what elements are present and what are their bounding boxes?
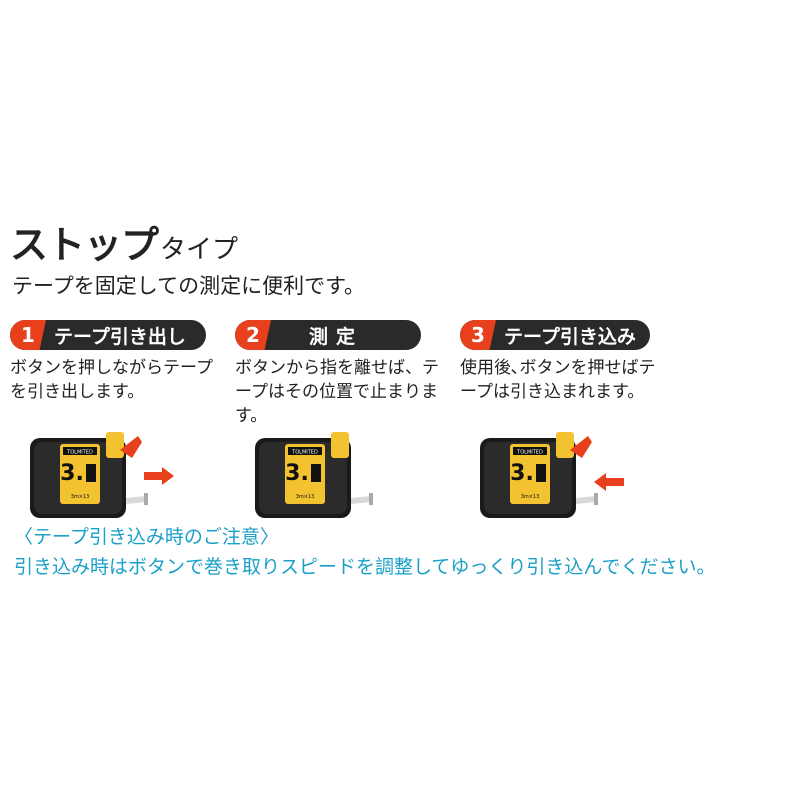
step-header: 3 テープ引き込み (460, 320, 650, 350)
device-size: 3. (60, 461, 84, 486)
step-number: 1 (10, 320, 46, 350)
step-header: 1 テープ引き出し (10, 320, 206, 350)
page-subtitle: テープを固定しての測定に便利です。 (12, 274, 366, 298)
device-subtext: 3m×13 (71, 494, 90, 500)
step-number: 3 (460, 320, 496, 350)
notice-heading: 〈テープ引き込み時のご注意〉 (14, 526, 279, 548)
arrow-left-icon (594, 473, 624, 491)
step-2: 2 測定 ボタンから指を離せば、テープはその位置で止まります。 (235, 320, 445, 428)
device-brand: TOLMITED (291, 450, 318, 456)
step-label: テープ引き込み (504, 325, 636, 348)
device-subtext: 3m×13 (296, 494, 315, 500)
arrow-press-icon (120, 436, 142, 458)
step-label: テープ引き出し (54, 325, 186, 348)
device-size: 3. (510, 461, 534, 486)
step-description: 使用後､ボタンを押せばテープは引き込まれます。 (460, 358, 656, 402)
step-label: 測定 (308, 325, 363, 348)
notice-text: 引き込み時はボタンで巻き取りスピードを調整してゆっくり引き込んでください。 (14, 556, 716, 578)
tape-measure-illustration-3: TOLMITED 3. 3m×13 (480, 432, 624, 518)
step-header: 2 測定 (235, 320, 421, 350)
step-description: ボタンを押しながらテープを引き出します。 (10, 358, 213, 402)
step-number: 2 (235, 320, 271, 350)
device-brand: TOLMITED (516, 450, 543, 456)
device-size: 3. (285, 461, 309, 486)
title-main: ストップ (10, 223, 159, 267)
tape-measure-illustration-1: TOLMITED 3. 3m×13 (30, 432, 174, 518)
page-title: ストップタイプ (10, 214, 238, 269)
arrow-right-icon (144, 467, 174, 485)
device-subtext: 3m×13 (521, 494, 540, 500)
device-brand: TOLMITED (66, 450, 93, 456)
title-suffix: タイプ (160, 235, 239, 265)
step-3: 3 テープ引き込み 使用後､ボタンを押せばテープは引き込まれます。 (460, 320, 670, 404)
arrow-press-icon (570, 436, 592, 458)
step-description: ボタンから指を離せば、テープはその位置で止まります。 (235, 358, 439, 426)
step-1: 1 テープ引き出し ボタンを押しながらテープを引き出します。 (10, 320, 220, 404)
tape-measure-illustration-2: TOLMITED 3. 3m×13 (255, 432, 373, 518)
